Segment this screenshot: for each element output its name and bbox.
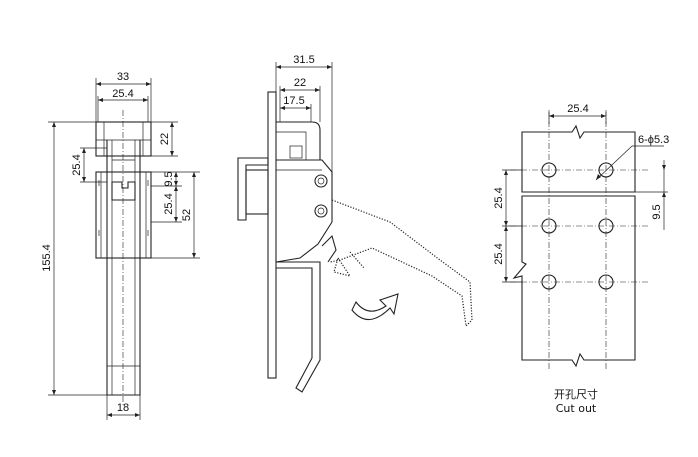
pivot-screw-upper <box>314 174 328 188</box>
dim-cutout-width: 25.4 <box>567 103 588 115</box>
dim-height-top: 22 <box>159 133 171 145</box>
dim-cutout-pitch-lower: 25.4 <box>493 243 505 264</box>
dim-pitch-25-4: 25.4 <box>163 193 175 214</box>
cutout-hole <box>598 274 614 290</box>
dim-left-pitch: 25.4 <box>71 154 83 175</box>
dim-width-top: 33 <box>117 71 129 83</box>
dim-side-31-5: 31.5 <box>293 54 314 66</box>
rotation-arrow-icon <box>351 293 399 321</box>
handle-body <box>106 140 141 396</box>
top-block <box>95 121 152 157</box>
front-view: 33 25.4 22 25.4 9.5 25.4 52 <box>41 71 200 420</box>
dim-bottom-width: 18 <box>117 402 129 414</box>
dim-pitch-9-5: 9.5 <box>163 171 175 186</box>
dim-side-22: 22 <box>294 77 306 89</box>
cutout-hole <box>598 162 614 178</box>
hole-spec-label: 6-ϕ5.3 <box>638 134 669 146</box>
cutout-hole <box>541 218 557 234</box>
dim-width-inner: 25.4 <box>112 88 133 100</box>
cutout-caption-cn: 开孔尺寸 <box>554 387 598 401</box>
dim-side-17-5: 17.5 <box>283 95 304 107</box>
dim-cutout-offset: 9.5 <box>651 204 663 219</box>
catch-detail <box>111 181 136 201</box>
cutout-hole <box>541 162 557 178</box>
back-plate <box>267 91 277 379</box>
pivot-screw-lower <box>314 204 328 218</box>
cutout-lower-panel <box>512 195 636 368</box>
dim-cutout-pitch-upper: 25.4 <box>493 187 505 208</box>
lever-body <box>275 159 333 263</box>
keeper <box>237 157 269 221</box>
cutout-hole <box>598 218 614 234</box>
dim-height-52: 52 <box>181 209 193 221</box>
open-handle-outline <box>329 199 473 328</box>
cutout-upper-panel <box>521 124 636 193</box>
cutout-hole <box>541 274 557 290</box>
dim-total-height: 155.4 <box>41 244 53 272</box>
side-view: 31.5 22 17.5 <box>237 54 473 393</box>
cutout-view: 25.4 6-ϕ5.3 25.4 25.4 9.5 开孔尺寸 Cut out <box>493 103 669 415</box>
handle <box>276 261 321 393</box>
cutout-caption-en: Cut out <box>556 402 597 415</box>
top-hook <box>276 121 321 161</box>
mounting-plate <box>95 171 152 259</box>
